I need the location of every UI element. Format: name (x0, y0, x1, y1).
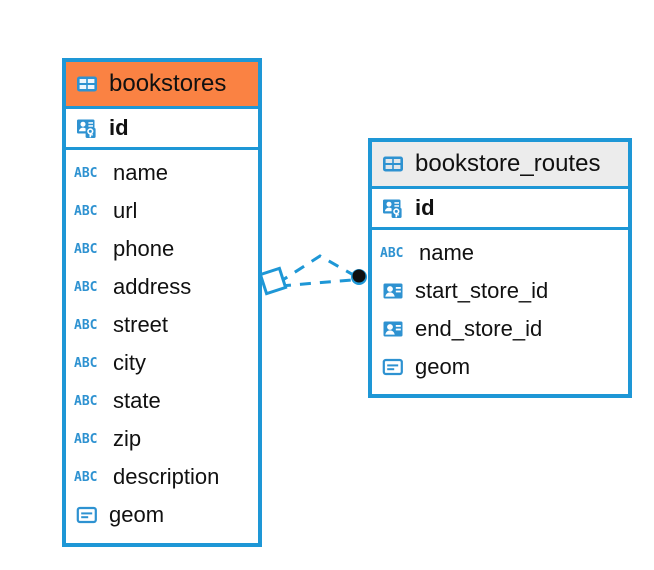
relationship-circle-endpoint (352, 269, 366, 283)
field-label: street (113, 312, 169, 337)
field-row-primary-key[interactable]: id (372, 186, 628, 230)
abc-text-icon: ABC (74, 355, 98, 371)
abc-text-icon: ABC (74, 431, 98, 447)
relationship-diamond-endpoint (258, 266, 288, 296)
field-label: geom (109, 502, 165, 527)
field-label: address (113, 274, 192, 299)
table-icon (380, 151, 406, 177)
field-row-geom[interactable]: geom (372, 348, 628, 386)
field-label: id (109, 115, 129, 140)
field-row-end-store-id[interactable]: end_store_id (372, 310, 628, 348)
geometry-icon (380, 354, 406, 380)
field-row-description[interactable]: ABC description (66, 458, 258, 496)
field-row-phone[interactable]: ABC phone (66, 230, 258, 268)
abc-text-icon: ABC (74, 203, 98, 219)
relationship-line-lower (279, 278, 353, 288)
foreign-key-icon (380, 278, 406, 304)
abc-text-icon: ABC (74, 317, 98, 333)
entity-bookstore-routes[interactable]: bookstore_routes id ABC (368, 138, 632, 398)
field-label: id (415, 195, 435, 220)
abc-text-icon: ABC (74, 393, 98, 409)
field-label: geom (415, 354, 471, 379)
field-row-state[interactable]: ABC state (66, 382, 258, 420)
field-label: end_store_id (415, 316, 543, 341)
field-label: name (113, 160, 169, 185)
field-label: state (113, 388, 161, 413)
abc-text-icon: ABC (74, 165, 98, 181)
field-label: start_store_id (415, 278, 549, 303)
field-row-start-store-id[interactable]: start_store_id (372, 272, 628, 310)
field-label: name (419, 240, 475, 265)
field-label: url (113, 198, 138, 223)
abc-text-icon: ABC (74, 241, 98, 257)
entity-header-bookstore-routes[interactable]: bookstore_routes (372, 142, 628, 186)
primary-key-icon (380, 195, 406, 221)
field-label: city (113, 350, 146, 375)
entity-title: bookstores (109, 70, 227, 97)
table-icon (74, 71, 100, 97)
entity-bookstores[interactable]: bookstores id ABC (62, 58, 262, 547)
field-row-zip[interactable]: ABC zip (66, 420, 258, 458)
field-row-name[interactable]: ABC name (66, 154, 258, 192)
abc-text-icon: ABC (74, 469, 98, 485)
field-list-bookstores: ABC name ABC url ABC phone ABC address A… (66, 150, 258, 538)
geometry-icon (74, 502, 100, 528)
field-row-address[interactable]: ABC address (66, 268, 258, 306)
foreign-key-icon (380, 316, 406, 342)
abc-text-icon: ABC (380, 245, 404, 261)
entity-title: bookstore_routes (415, 150, 601, 177)
field-row-city[interactable]: ABC city (66, 344, 258, 382)
field-list-bookstore-routes: ABC name start_store_id (372, 230, 628, 390)
relationship-line-upper (277, 254, 358, 285)
field-label: zip (113, 426, 142, 451)
field-row-geom[interactable]: geom (66, 496, 258, 534)
primary-key-icon (74, 115, 100, 141)
field-row-name[interactable]: ABC name (372, 234, 628, 272)
field-row-street[interactable]: ABC street (66, 306, 258, 344)
relationship-circle-ring (351, 269, 367, 285)
field-row-url[interactable]: ABC url (66, 192, 258, 230)
field-label: description (113, 464, 220, 489)
field-label: phone (113, 236, 175, 261)
entity-header-bookstores[interactable]: bookstores (66, 62, 258, 106)
field-row-primary-key[interactable]: id (66, 106, 258, 150)
abc-text-icon: ABC (74, 279, 98, 295)
